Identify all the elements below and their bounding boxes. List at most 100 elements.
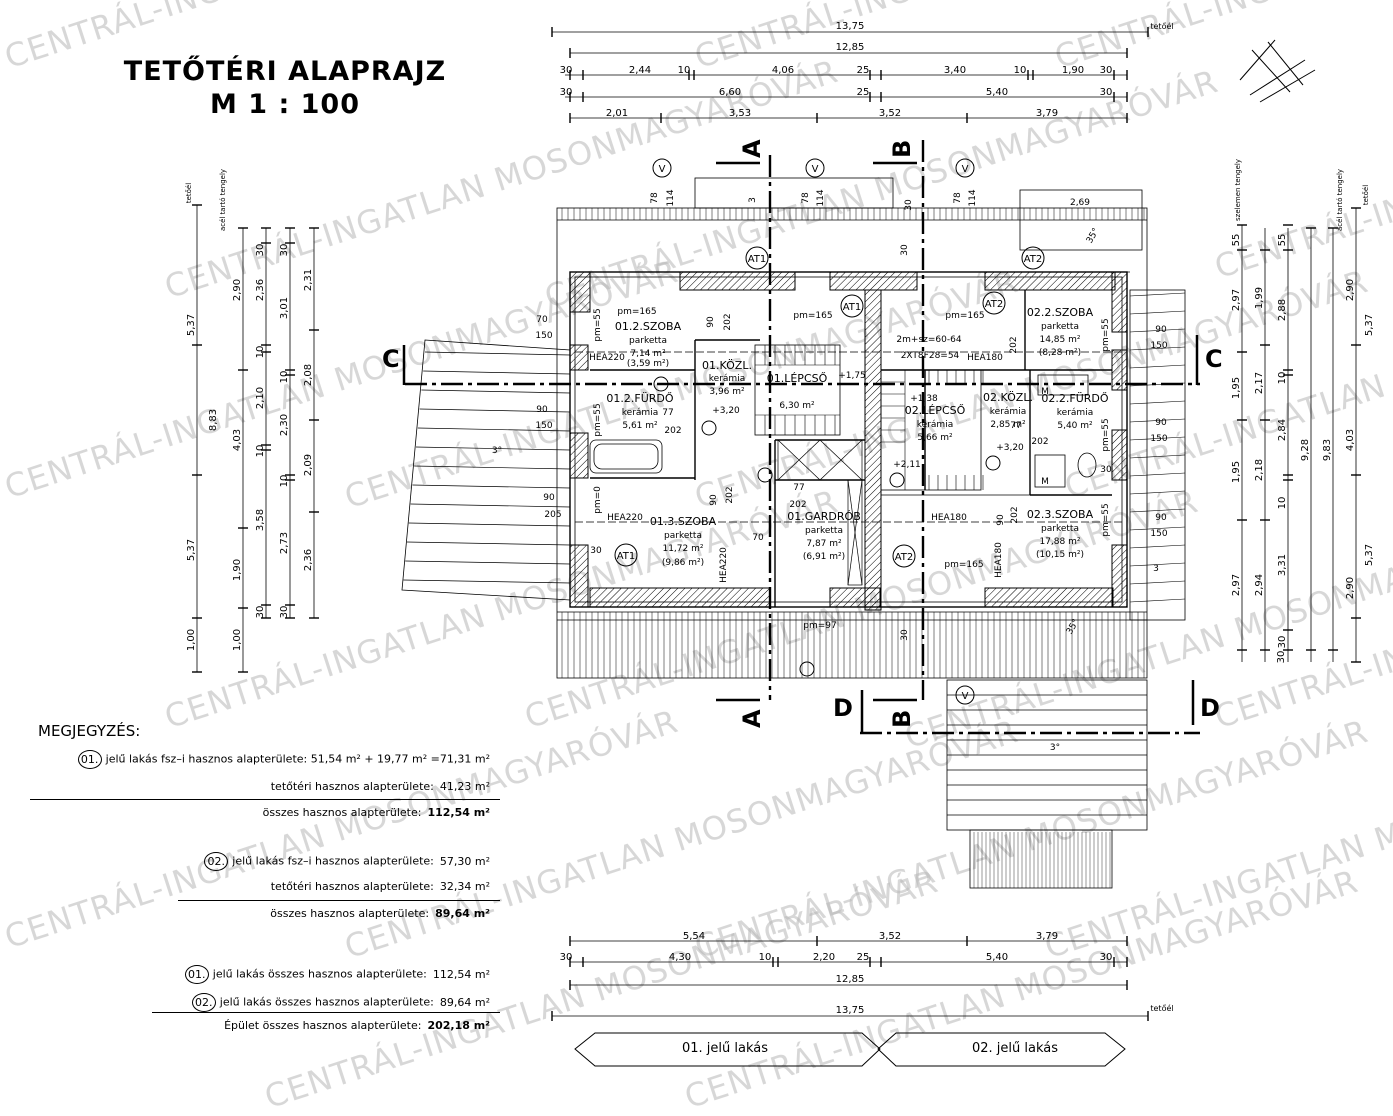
room-name: 02.KÖZL. <box>983 391 1033 404</box>
annot-beam: HEA180 <box>994 542 1004 578</box>
area-notes: MEGJEGYZÉS: 01.jelű lakás fsz–i hasznos … <box>30 718 500 1038</box>
right-dimension-chains: szelemen tengely acél tartó tengely tető… <box>1231 159 1375 663</box>
annot-pm: pm=55 <box>1101 318 1111 351</box>
room-name: 01.LÉPCSŐ <box>767 371 828 385</box>
room-name: 01.2.FÜRDŐ <box>606 391 673 405</box>
dim-left-c4: 30 <box>279 244 290 257</box>
section-mark-c-left: C <box>382 345 400 373</box>
section-mark-b-bottom: B <box>888 710 916 728</box>
annot-m: M <box>1041 387 1049 397</box>
left-porch-roof <box>401 339 571 601</box>
dim-top-r3: 1,90 <box>1062 65 1084 76</box>
room-area: 7,14 m² <box>630 349 666 359</box>
dim-left-c4: 10 <box>279 475 290 488</box>
annot-dim: 90 <box>709 494 719 506</box>
dim-right-c6: 2,90 <box>1345 577 1356 599</box>
note-label: jelű lakás összes hasznos alapterülete: <box>219 995 434 1009</box>
note-divider <box>178 900 500 901</box>
marker-v: V <box>659 164 666 175</box>
dim-left-c3: 2,36 <box>255 279 266 301</box>
annot-dim: 30 <box>900 244 910 256</box>
dim-left-c3: 30 <box>255 606 266 619</box>
dim-bottom-r2: 5,40 <box>986 952 1008 963</box>
annot-level: +1,75 <box>838 371 866 381</box>
bottom-porch-roof <box>946 679 1148 889</box>
dim-left-c4: 3,01 <box>279 297 290 319</box>
room-name: 02.3.SZOBA <box>1027 508 1094 521</box>
note-value: 57,30 m² <box>439 854 490 868</box>
dim-right-c2: 2,94 <box>1254 574 1265 596</box>
dim-right-c3: 3,31 <box>1277 554 1288 576</box>
wardrobe-cross <box>777 439 863 586</box>
annot-beam: HEA220 <box>719 547 729 583</box>
room-sub: (3,59 m²) <box>627 359 669 369</box>
annot-dim: 3 <box>748 197 758 203</box>
dim-bottom-r2: 30 <box>560 952 573 963</box>
annot-dim: 114 <box>816 189 826 206</box>
dim-right-c1: 2,97 <box>1231 574 1242 596</box>
dim-right-tag: tetőél <box>1361 185 1370 205</box>
dim-left-c1: 8,83 <box>208 409 219 431</box>
room-name: 02.2.SZOBA <box>1027 306 1094 319</box>
top-dimension-chains: 13,75 tetőél 12,85 30 2,44 10 4,06 25 3,… <box>551 21 1174 123</box>
north-arrow-icon <box>1239 39 1316 103</box>
annot-dim: 150 <box>535 421 552 431</box>
dim-right-c2: 2,17 <box>1254 372 1265 394</box>
dim-left-c3: 10 <box>255 346 266 359</box>
room-area: 5,40 m² <box>1057 421 1093 431</box>
marker-v: V <box>962 164 969 175</box>
annot-level: +1,38 <box>910 394 938 404</box>
dim-right-c1: 1,95 <box>1231 461 1242 483</box>
annot-pm: pm=55 <box>1101 418 1111 451</box>
note-value: 112,54 m² <box>427 806 490 819</box>
room-area: 3,96 m² <box>709 387 745 397</box>
dim-bottom-r4: 13,75 <box>836 1005 865 1016</box>
annot-pm: pm=165 <box>793 311 832 321</box>
dim-top-total-tag: tetőél <box>1150 21 1173 31</box>
stairs-02 <box>880 369 984 491</box>
section-ticks <box>402 161 1199 733</box>
marker-v: V <box>962 691 969 702</box>
floor-plan-drawing: 13,75 tetőél 12,85 30 2,44 10 4,06 25 3,… <box>184 21 1375 1021</box>
dim-right-c1: 55 <box>1231 234 1242 247</box>
dim-top-r3: 25 <box>857 65 870 76</box>
dim-right-c1: 1,95 <box>1231 377 1242 399</box>
annot-dim: 202 <box>1031 437 1048 447</box>
bottom-dimension-chains: 5,54 3,52 3,79 30 4,30 10 2,20 25 5,40 3… <box>551 931 1174 1021</box>
annot-pm: pm=165 <box>944 560 983 570</box>
annot-pm: pm=55 <box>1101 503 1111 536</box>
note-value: 32,34 m² <box>439 880 490 893</box>
dim-bottom-r1: 3,52 <box>879 931 901 942</box>
note-row: 01.jelű lakás összes hasznos alapterület… <box>184 965 490 984</box>
dim-right-c3: 10 <box>1277 372 1288 385</box>
note-row: tetőtéri hasznos alapterülete:32,34 m² <box>271 880 490 893</box>
annot-dim: 3 <box>1153 564 1159 574</box>
dim-top-r3: 3,40 <box>944 65 966 76</box>
annot-level: +3,20 <box>996 443 1024 453</box>
dim-left-c2: 2,90 <box>232 279 243 301</box>
dim-left-tag: acél tartó tengely <box>219 169 227 231</box>
annot-dim: 30 <box>900 629 910 641</box>
dim-left-c1: 5,37 <box>186 539 197 561</box>
unit-circle-02: 02. <box>204 852 229 871</box>
dim-left-c4: 10 <box>279 371 290 384</box>
dim-left-c5: 2,31 <box>303 269 314 291</box>
note-label: tetőtéri hasznos alapterülete: <box>270 780 434 793</box>
annot-dim: 90 <box>543 493 555 503</box>
dim-right-c3: 2,84 <box>1277 419 1288 441</box>
dim-right-c2: 1,99 <box>1254 287 1265 309</box>
notes-heading: MEGJEGYZÉS: <box>38 722 141 740</box>
dim-top-r4: 5,40 <box>986 87 1008 98</box>
room-area: 6,30 m² <box>779 401 815 411</box>
annot-dim: 202 <box>1010 506 1020 523</box>
note-label: összes hasznos alapterülete: <box>270 907 430 920</box>
annot-dim: 78 <box>801 192 811 204</box>
annot-dim: 90 <box>1155 513 1167 523</box>
annot-level: +2,11 <box>893 460 921 470</box>
annot-dim: 90 <box>1155 418 1167 428</box>
dim-right-c1: 2,97 <box>1231 289 1242 311</box>
section-mark-c-right: C <box>1205 345 1223 373</box>
dim-bottom-r2: 4,30 <box>669 952 691 963</box>
dim-bottom-r1: 5,54 <box>683 931 705 942</box>
room-sub: (8,28 m²) <box>1039 348 1081 358</box>
